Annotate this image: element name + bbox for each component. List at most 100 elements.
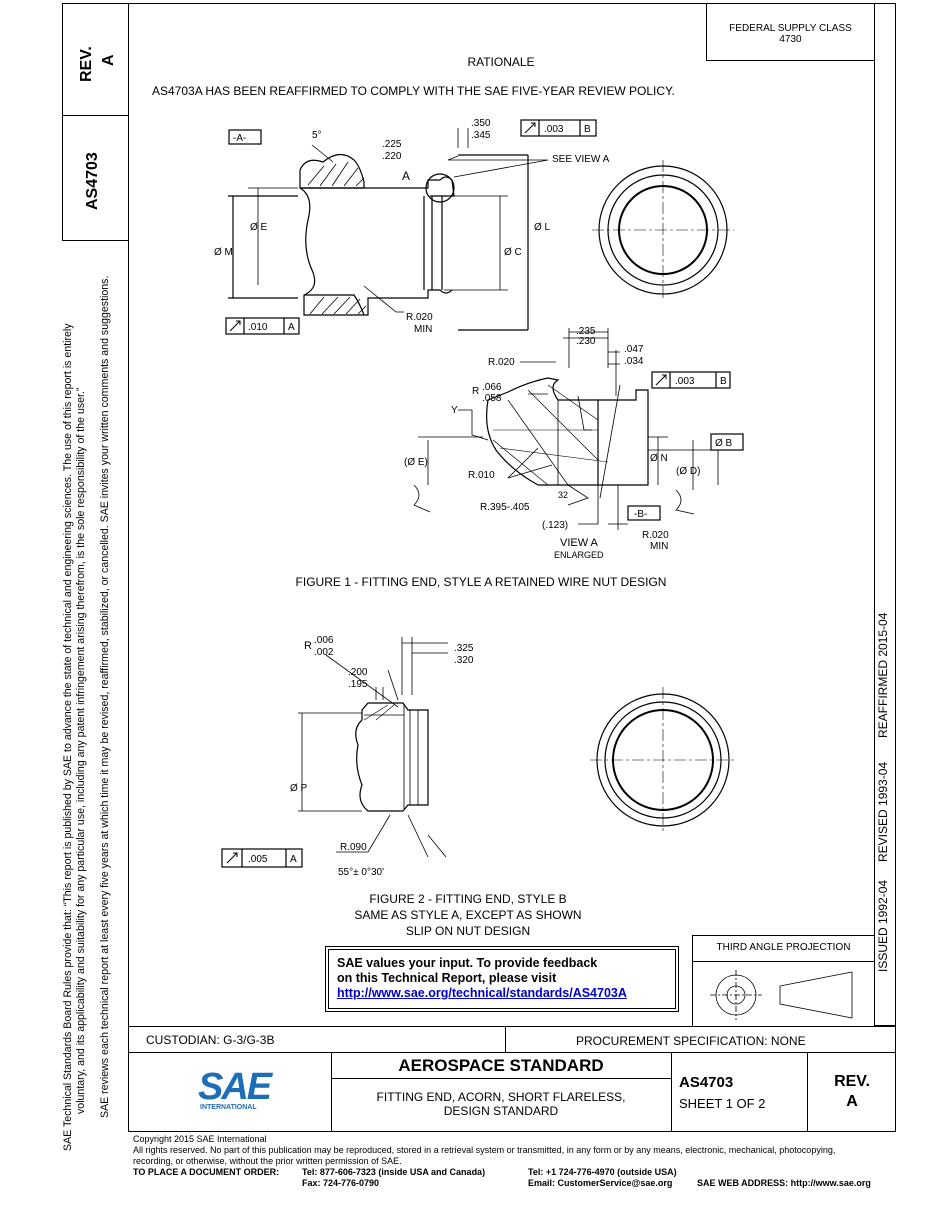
revised-date: REVISED 1993-04: [876, 761, 890, 862]
fig1-datum-ref-a: A: [288, 322, 295, 333]
fig1-runout-010: .010: [248, 322, 268, 333]
footer-rights-line1: All rights reserved. No part of this pub…: [133, 1145, 836, 1155]
runout-icon: [229, 320, 241, 332]
viewa-dim-235: .235: [576, 326, 596, 337]
projection-symbol-icon: [710, 970, 853, 1020]
figure2-caption-line3: SLIP ON NUT DESIGN: [405, 924, 531, 938]
reaffirmed-date: REAFFIRMED 2015-04: [876, 612, 890, 738]
title-line1: FITTING END, ACORN, SHORT FLARELESS,: [376, 1090, 626, 1104]
fig2-dim-320: .320: [454, 655, 474, 666]
rationale-heading: RATIONALE: [467, 55, 535, 69]
fig2-r002: .002: [314, 647, 334, 658]
feedback-link[interactable]: http://www.sae.org/technical/standards/A…: [337, 986, 627, 1000]
title-line2: DESIGN STANDARD: [443, 1104, 559, 1118]
footer-tel-outside: Tel: +1 724-776-4970 (outside USA): [528, 1167, 677, 1177]
viewa-dim-230: .230: [576, 336, 596, 347]
fig2-dia-p: Ø P: [290, 783, 308, 794]
fig2-dim-325: .325: [454, 643, 474, 654]
fig1-datum-a: -A-: [233, 133, 246, 144]
fig2-dim-200: .200: [348, 667, 368, 678]
feedback-line1: SAE values your input. To provide feedba…: [337, 956, 598, 970]
fig1-dia-c: Ø C: [504, 247, 522, 258]
fig2-r006: .006: [314, 635, 334, 646]
fig2-angle: 55°± 0°30': [338, 867, 384, 878]
left-rules-line3: SAE reviews each technical report at lea…: [99, 275, 111, 1118]
viewa-y-label: Y: [451, 405, 458, 416]
viewa-r010: R.010: [468, 470, 495, 481]
sae-logo: SAE: [198, 1066, 272, 1108]
viewa-r058: .058: [482, 393, 502, 404]
viewa-dia-n: Ø N: [650, 453, 668, 464]
fig2-r-label: R: [304, 640, 312, 652]
fig2-r090: R.090: [340, 842, 367, 853]
title-rev-value: A: [846, 1093, 858, 1110]
fig1-datum-ref-b: B: [584, 124, 591, 135]
figure2-drawing: R .006 .002 .325 .320 .200 .195 Ø P R.09…: [221, 635, 736, 878]
fig1-label-a: A: [402, 169, 410, 183]
fig1-dia-l: Ø L: [534, 222, 551, 233]
fig2-runout-005: .005: [248, 854, 268, 865]
runout-icon: [524, 122, 536, 134]
viewa-runout-003: .003: [675, 376, 695, 387]
fig2-dim-195: .195: [348, 679, 368, 690]
figure1-caption: FIGURE 1 - FITTING END, STYLE A RETAINED…: [295, 575, 667, 589]
viewa-datum-ref-b: B: [720, 376, 727, 387]
viewa-dim-123: (.123): [542, 520, 568, 531]
fig1-see-view: SEE VIEW A: [552, 154, 610, 165]
viewa-min: MIN: [650, 541, 668, 552]
footer-email: Email: CustomerService@sae.org: [528, 1178, 673, 1188]
left-rules-line2: voluntary, and its applicability and sui…: [75, 387, 87, 1114]
runout-icon: [655, 374, 667, 386]
footer-web: SAE WEB ADDRESS: http://www.sae.org: [697, 1178, 871, 1188]
left-rules-line1: SAE Technical Standards Board Rules prov…: [62, 323, 74, 1151]
viewa-dia-d-ref: (Ø D): [676, 466, 700, 477]
title-doc-number: AS4703: [679, 1074, 734, 1091]
footer-rights-line2: recording, or otherwise, without the pri…: [133, 1156, 402, 1166]
custodian-row: [128, 1026, 896, 1053]
fig1-dia-m: Ø M: [214, 247, 233, 258]
sheet-number: SHEET 1 OF 2: [679, 1096, 766, 1111]
figure2-caption-line1: FIGURE 2 - FITTING END, STYLE B: [369, 892, 567, 906]
footer-fax: Fax: 724-776-0790: [302, 1178, 380, 1188]
viewa-dia-b: Ø B: [715, 438, 733, 449]
fig1-radius-020: R.020: [406, 312, 433, 323]
viewa-enlarged: ENLARGED: [554, 550, 604, 560]
issued-date: ISSUED 1992-04: [876, 879, 890, 972]
rationale-text: AS4703A HAS BEEN REAFFIRMED TO COMPLY WI…: [152, 84, 675, 98]
projection-label: THIRD ANGLE PROJECTION: [716, 942, 851, 953]
viewa-dim-047: .047: [624, 344, 644, 355]
viewa-r-label: R: [472, 386, 479, 397]
fig1-runout-003: .003: [544, 124, 564, 135]
right-history-strip: [874, 3, 896, 1026]
viewa-datum-b: -B-: [634, 509, 647, 520]
viewa-r020-min: R.020: [642, 530, 669, 541]
sae-logo-sub: INTERNATIONAL: [200, 1104, 257, 1111]
feedback-line2: on this Technical Report, please visit: [337, 971, 557, 985]
footer-copyright: Copyright 2015 SAE International: [133, 1134, 267, 1144]
figure1-drawing: -A- 5° .350 .345 .225 .220 .003 B A SEE …: [214, 118, 744, 560]
fig1-angle: 5°: [312, 130, 322, 141]
fig1-dia-e: Ø E: [250, 222, 268, 233]
fig1-dim-220: .220: [382, 151, 402, 162]
standard-type: AEROSPACE STANDARD: [398, 1056, 604, 1075]
viewa-r020: R.020: [488, 357, 515, 368]
viewa-view-label: VIEW A: [560, 537, 599, 549]
supply-class-value: 4730: [779, 34, 802, 45]
procurement: PROCUREMENT SPECIFICATION: NONE: [576, 1034, 806, 1048]
projection-box: [692, 935, 875, 1027]
runout-icon: [226, 852, 238, 864]
viewa-finish: 32: [558, 490, 568, 500]
fig2-datum-ref-a: A: [290, 854, 297, 865]
left-rev-value: A: [100, 54, 117, 66]
supply-class-label: FEDERAL SUPPLY CLASS: [729, 23, 852, 34]
feedback-box: SAE values your input. To provide feedba…: [325, 946, 679, 1012]
left-doc-number: AS4703: [84, 152, 101, 210]
fig1-dim-225: .225: [382, 139, 402, 150]
viewa-dia-e-ref: (Ø E): [404, 457, 428, 468]
custodian: CUSTODIAN: G-3/G-3B: [146, 1033, 275, 1047]
footer-order-label: TO PLACE A DOCUMENT ORDER:: [133, 1167, 280, 1177]
left-rev-label: REV.: [78, 46, 95, 82]
fig1-dim-345: .345: [471, 130, 491, 141]
title-rev-label: REV.: [834, 1073, 870, 1090]
fig1-min: MIN: [414, 324, 432, 335]
